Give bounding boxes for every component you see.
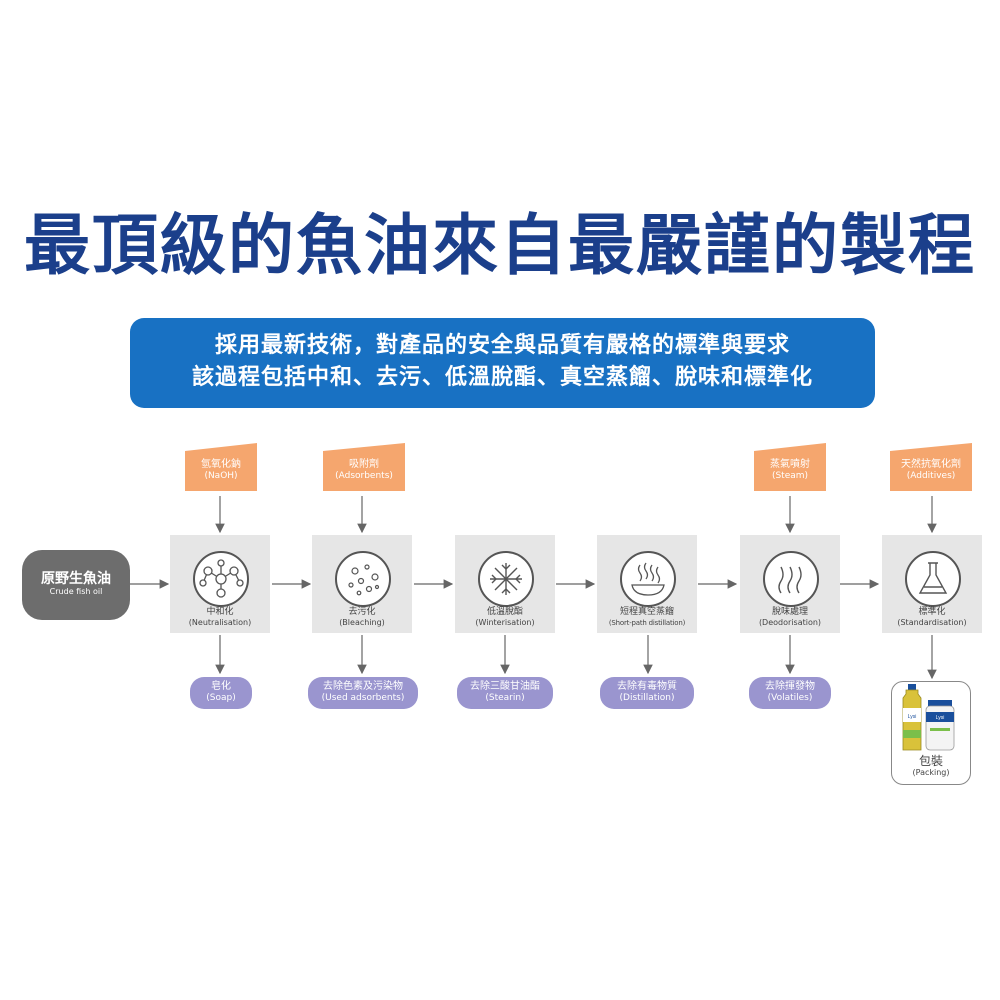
input-tag-naoh: 氫氧化鈉 (NaOH) [185,443,257,491]
packing-label-zh: 包裝 [918,754,943,768]
step-label-en: (Short-path distillation) [608,619,686,627]
output-label-zh: 皂化 [211,681,231,692]
banner-line-1: 採用最新技術，對產品的安全與品質有嚴格的標準與要求 [214,333,790,358]
step-label-en: (Winterisation) [475,618,535,627]
crude-label-en: Crude fish oil [49,587,103,596]
flask-icon [905,551,961,607]
step-winterisation: 低溫脫酯 (Winterisation) [455,535,555,633]
output-soap: 皂化 (Soap) [190,677,252,709]
step-label-zh: 短程真空蒸餾 [619,607,674,617]
banner-line-2: 該過程包括中和、去污、低溫脫酯、真空蒸餾、脫味和標準化 [191,365,813,390]
steam-bowl-icon [620,551,676,607]
step-label-zh: 脫味處理 [771,607,808,617]
input-label-zh: 天然抗氧化劑 [901,459,961,470]
output-used-adsorbents: 去除色素及污染物 (Used adsorbents) [308,677,418,709]
input-label-zh: 吸附劑 [349,459,379,470]
input-tag-steam: 蒸氣噴射 (Steam) [754,443,826,491]
step-standardisation: 標準化 (Standardisation) [882,535,982,633]
bubbles-icon [335,551,391,607]
output-label-zh: 去除三酸甘油酯 [470,681,540,692]
intro-banner: 採用最新技術，對產品的安全與品質有嚴格的標準與要求 該過程包括中和、去污、低溫脫… [130,318,875,408]
step-label-en: (Neutralisation) [188,618,252,627]
crude-fish-oil: 原野生魚油 Crude fish oil [22,550,130,620]
bottle-brand: Lysi [908,714,917,720]
output-label-zh: 去除色素及污染物 [323,681,403,692]
packing-box: Lysi Lysi 包裝 (Packing) [891,681,971,785]
output-distillation: 去除有毒物質 (Distillation) [600,677,694,709]
jar-brand: Lysi [936,715,945,721]
packing-label-en: (Packing) [912,768,950,777]
output-label-en: (Stearin) [485,693,525,703]
step-label-zh: 標準化 [918,607,946,617]
input-label-zh: 蒸氣噴射 [770,459,810,470]
input-label-zh: 氫氧化鈉 [201,459,241,470]
output-label-zh: 去除揮發物 [765,681,815,692]
input-label-en: (NaOH) [204,471,238,481]
output-label-zh: 去除有毒物質 [617,681,677,692]
input-tag-adsorbents: 吸附劑 (Adsorbents) [323,443,405,491]
input-tag-additives: 天然抗氧化劑 (Additives) [890,443,972,491]
output-label-en: (Soap) [206,693,236,703]
step-label-zh: 去污化 [348,607,376,617]
step-label-en: (Bleaching) [339,618,385,627]
output-volatiles: 去除揮發物 (Volatiles) [749,677,831,709]
snowflake-icon [478,551,534,607]
molecule-icon [193,551,249,607]
output-stearin: 去除三酸甘油酯 (Stearin) [457,677,553,709]
step-label-en: (Standardisation) [897,618,967,627]
input-label-en: (Steam) [771,471,809,481]
step-label-zh: 低溫脫酯 [486,607,523,617]
output-label-en: (Volatiles) [767,693,813,703]
odor-waves-icon [763,551,819,607]
input-label-en: (Adsorbents) [335,471,393,481]
crude-label-zh: 原野生魚油 [41,571,111,587]
input-label-en: (Additives) [906,471,956,481]
page-title: 最頂級的魚油來自最嚴謹的製程 [24,207,976,284]
step-deodorisation: 脫味處理 (Deodorisation) [740,535,840,633]
step-short-path-distillation: 短程真空蒸餾 (Short-path distillation) [597,535,697,633]
output-label-en: (Distillation) [619,693,675,703]
step-neutralisation: 中和化 (Neutralisation) [170,535,270,633]
step-label-zh: 中和化 [206,607,234,617]
step-label-en: (Deodorisation) [758,618,822,627]
output-label-en: (Used adsorbents) [321,693,405,703]
product-bottles-icon: Lysi Lysi [902,684,955,751]
step-bleaching: 去污化 (Bleaching) [312,535,412,633]
